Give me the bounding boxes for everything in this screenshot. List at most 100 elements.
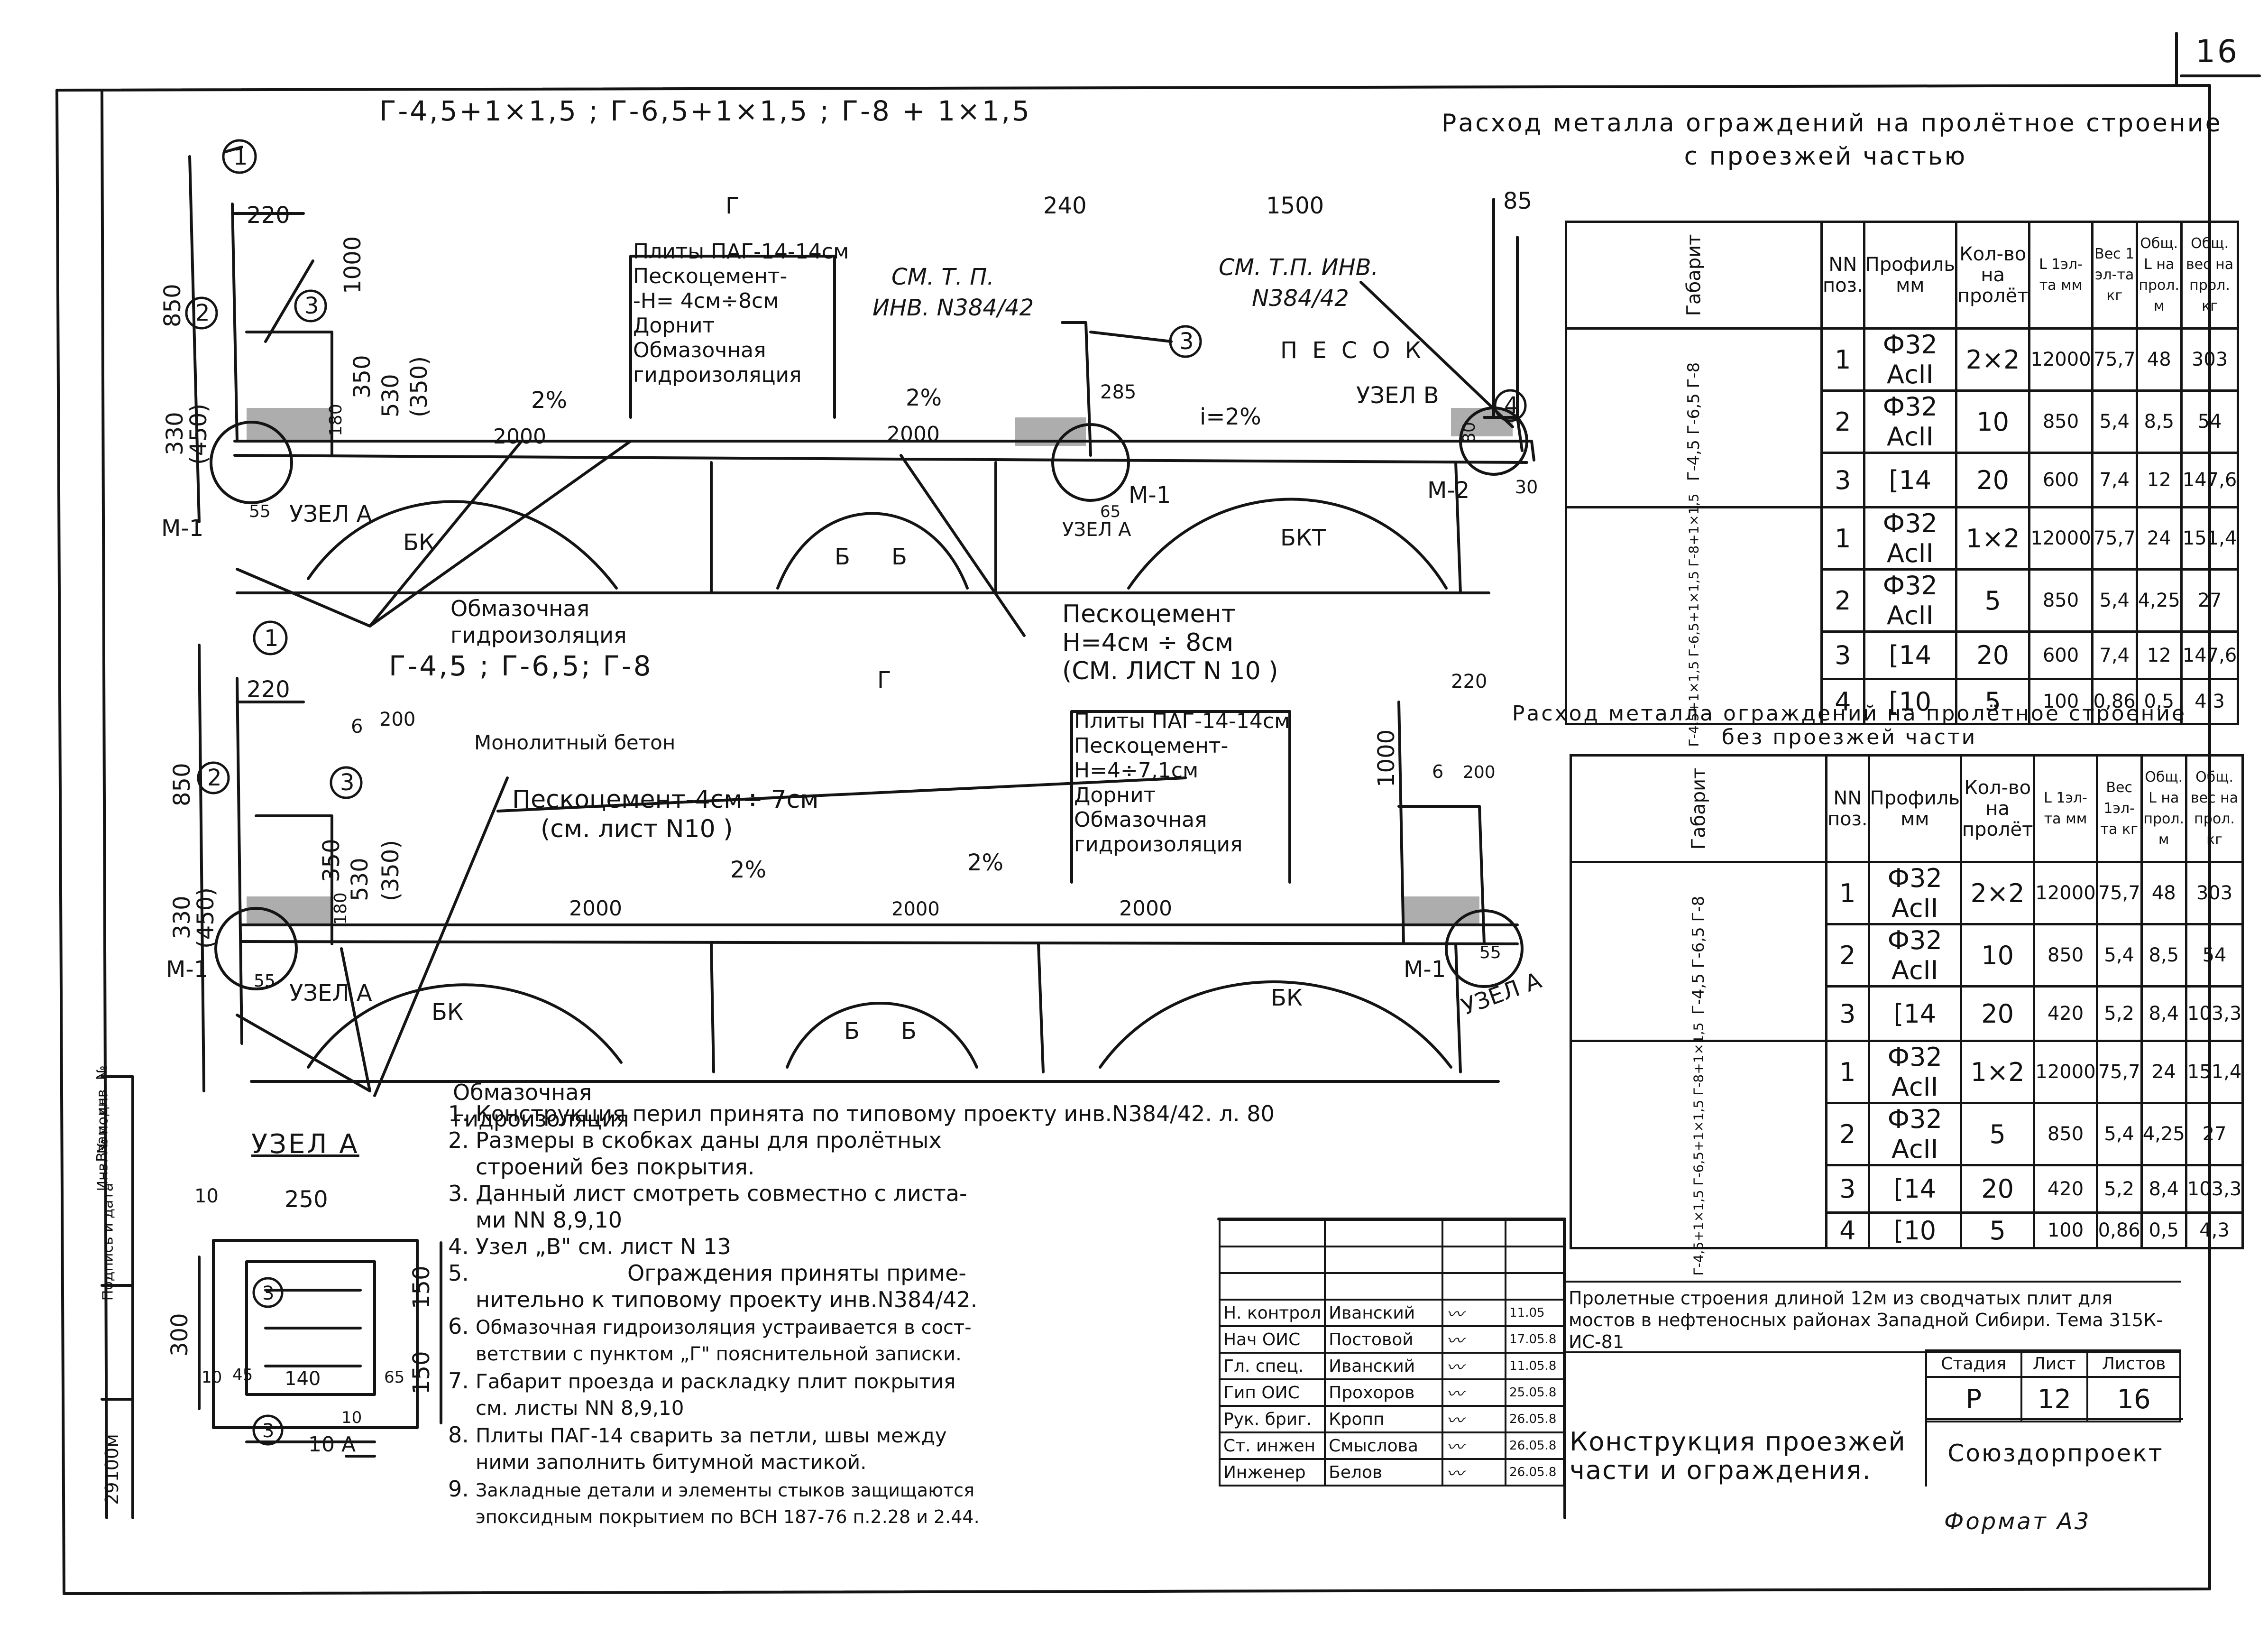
title-block-project: Пролетные строения длиной 12м из сводчат… (1565, 1281, 2181, 1353)
bottom-legend-line-2: Пескоцемент- (1074, 734, 1229, 758)
staff-name: Иванский (1324, 1352, 1444, 1380)
note-text: ми NN 8,9,10 (476, 1207, 622, 1233)
note-text: эпоксидным покрытием по ВСН 187-76 п.2.2… (476, 1506, 980, 1527)
table1-gabarit-1: Г-4,5 Г-6,5 Г-8 (1564, 327, 1823, 508)
staff-role: Нач ОИС (1218, 1325, 1326, 1354)
table-cell: 5 (1959, 1102, 2036, 1166)
note-5: 5. Ограждения приняты приме- (448, 1260, 1226, 1286)
table-cell: 8,4 (2140, 985, 2187, 1042)
table2-header-pos: NN поз. (1825, 754, 1870, 863)
table-cell: 24 (2140, 1040, 2187, 1104)
note-num: 9. (448, 1476, 469, 1502)
table-cell: 4,25 (2135, 568, 2183, 633)
staff-name: Белов (1324, 1458, 1444, 1487)
top-slope-left: 2% (531, 387, 567, 414)
bottom-dim-220r: 220 (1451, 671, 1487, 692)
note-text: строений без покрытия. (476, 1154, 755, 1180)
note-num: 2. (448, 1127, 469, 1153)
top-callout-waterproof-1: Обмазочная (450, 596, 590, 621)
staff-date: 26.05.8 (1505, 1431, 1565, 1460)
note-text: Ограждения приняты приме- (627, 1260, 966, 1286)
blank-cell (1324, 1219, 1444, 1247)
blank-cell (1324, 1246, 1444, 1274)
note-1: 1.Конструкция перил принята по типовому … (448, 1100, 1275, 1127)
node-a-d150b: 150 (408, 1351, 435, 1394)
node-a-d10: 10 (194, 1185, 219, 1207)
top-dim-2000b: 2000 (887, 422, 940, 446)
note-num: 3. (448, 1181, 469, 1206)
top-g: Г (725, 193, 739, 219)
bottom-dim-2000a: 2000 (569, 896, 622, 921)
table-cell: 1 (1825, 861, 1870, 925)
top-plates-legend: Плиты ПАГ-14-14см Пескоцемент- -Н= 4см÷8… (633, 240, 849, 388)
note-6: 6.Обмазочная гидроизоляция устраивается … (448, 1313, 1226, 1341)
table-cell: 1×2 (1955, 506, 2031, 571)
table2-gabarit-2: Г-4,5+1×1,5 Г-6,5+1×1,5 Г-8+1×1,5 (1569, 1022, 1828, 1275)
table-cell: 12000 (2033, 861, 2098, 925)
table-cell: 5,4 (2091, 568, 2138, 633)
table-cell: 12 (2135, 630, 2183, 680)
table-cell: 600 (2028, 452, 2094, 508)
top-m1b: М-1 (1129, 482, 1171, 508)
note-2b: строений без покрытия. (448, 1154, 1226, 1180)
table2-header-weight: Вес 1эл-та кг (2095, 754, 2143, 863)
table-cell: 3 (1820, 630, 1865, 680)
bottom-dim-200r: 200 (1463, 763, 1496, 782)
top-dim-450: (450) (185, 404, 212, 465)
bottom-dim-530: 530 (347, 858, 373, 901)
table-cell: 2 (1825, 923, 1870, 988)
table-cell: 20 (1955, 630, 2031, 680)
table-cell: Ф32 АсII (1863, 568, 1957, 633)
table-cell: 2 (1825, 1102, 1870, 1166)
table-cell: 5,2 (2095, 1164, 2143, 1214)
table2: Габарит NN поз. Профиль мм Кол-во на про… (1569, 754, 2244, 1275)
top-dim-285: 285 (1100, 381, 1136, 403)
staff-role: Н. контрол (1218, 1299, 1326, 1327)
node-a-pos3a: 3 (262, 1283, 274, 1304)
bottom-sand-cement-1: Пескоцемент-4см÷ 7см (512, 785, 819, 814)
bottom-monolith: Монолитный бетон (474, 731, 675, 754)
top-node-a: УЗЕЛ А (289, 501, 372, 527)
table1-gabarit-2: Г-4,5+1×1,5 Г-6,5+1×1,5 Г-8+1×1,5 (1564, 493, 1823, 747)
bottom-dim-350b: (350) (377, 840, 404, 901)
bottom-m1: М-1 (166, 956, 208, 983)
staff-name: Смыслова (1324, 1431, 1444, 1460)
table-cell: 3 (1825, 1164, 1870, 1214)
table-cell: 12 (2135, 452, 2183, 508)
blank-cell (1442, 1272, 1507, 1301)
top-bkt: БКТ (1280, 525, 1326, 551)
top-pos-4: 4 (1504, 392, 1519, 419)
note-num: 8. (448, 1422, 469, 1448)
table2-header-gabarit: Габарит (1569, 754, 1828, 863)
top-slope-mid: 2% (906, 385, 942, 411)
table-cell: Ф32 АсII (1867, 923, 1962, 988)
node-a-d300: 300 (166, 1313, 193, 1357)
note-4: 4.Узел „В" см. лист N 13 (448, 1233, 1226, 1260)
node-a-d45: 45 (232, 1366, 253, 1385)
table-cell: Ф32 АсII (1863, 506, 1957, 571)
bottom-callout-waterproof-1: Обмазочная (453, 1080, 592, 1105)
table2-header-len: L 1эл-та мм (2033, 754, 2098, 863)
table-cell: 2×2 (1959, 861, 2036, 925)
table-cell: Ф32 АсII (1863, 327, 1957, 392)
note-6b: ветствии с пунктом „Г" пояснительной зап… (448, 1341, 1226, 1367)
bottom-dim-2000b: 2000 (891, 898, 940, 920)
bottom-legend-line-4: Дорнит (1074, 783, 1156, 807)
table-cell: 4 (1825, 1211, 1870, 1249)
table-cell: 151,4 (2180, 506, 2240, 571)
note-num: 4. (448, 1234, 469, 1259)
note-num: 5. (448, 1260, 469, 1286)
sheet-number: 16 (2195, 33, 2239, 70)
table-cell: 100 (2033, 1211, 2098, 1249)
bottom-dim-450: (450) (193, 887, 219, 949)
bottom-pos-1: 1 (264, 625, 279, 652)
sheets-value: 16 (2086, 1376, 2181, 1422)
bottom-pos-3: 3 (340, 769, 355, 796)
sheets-label: Листов (2086, 1349, 2181, 1378)
table-cell: 103,3 (2185, 985, 2244, 1042)
table1-title-line-2: с проезжей частью (1684, 142, 1967, 171)
